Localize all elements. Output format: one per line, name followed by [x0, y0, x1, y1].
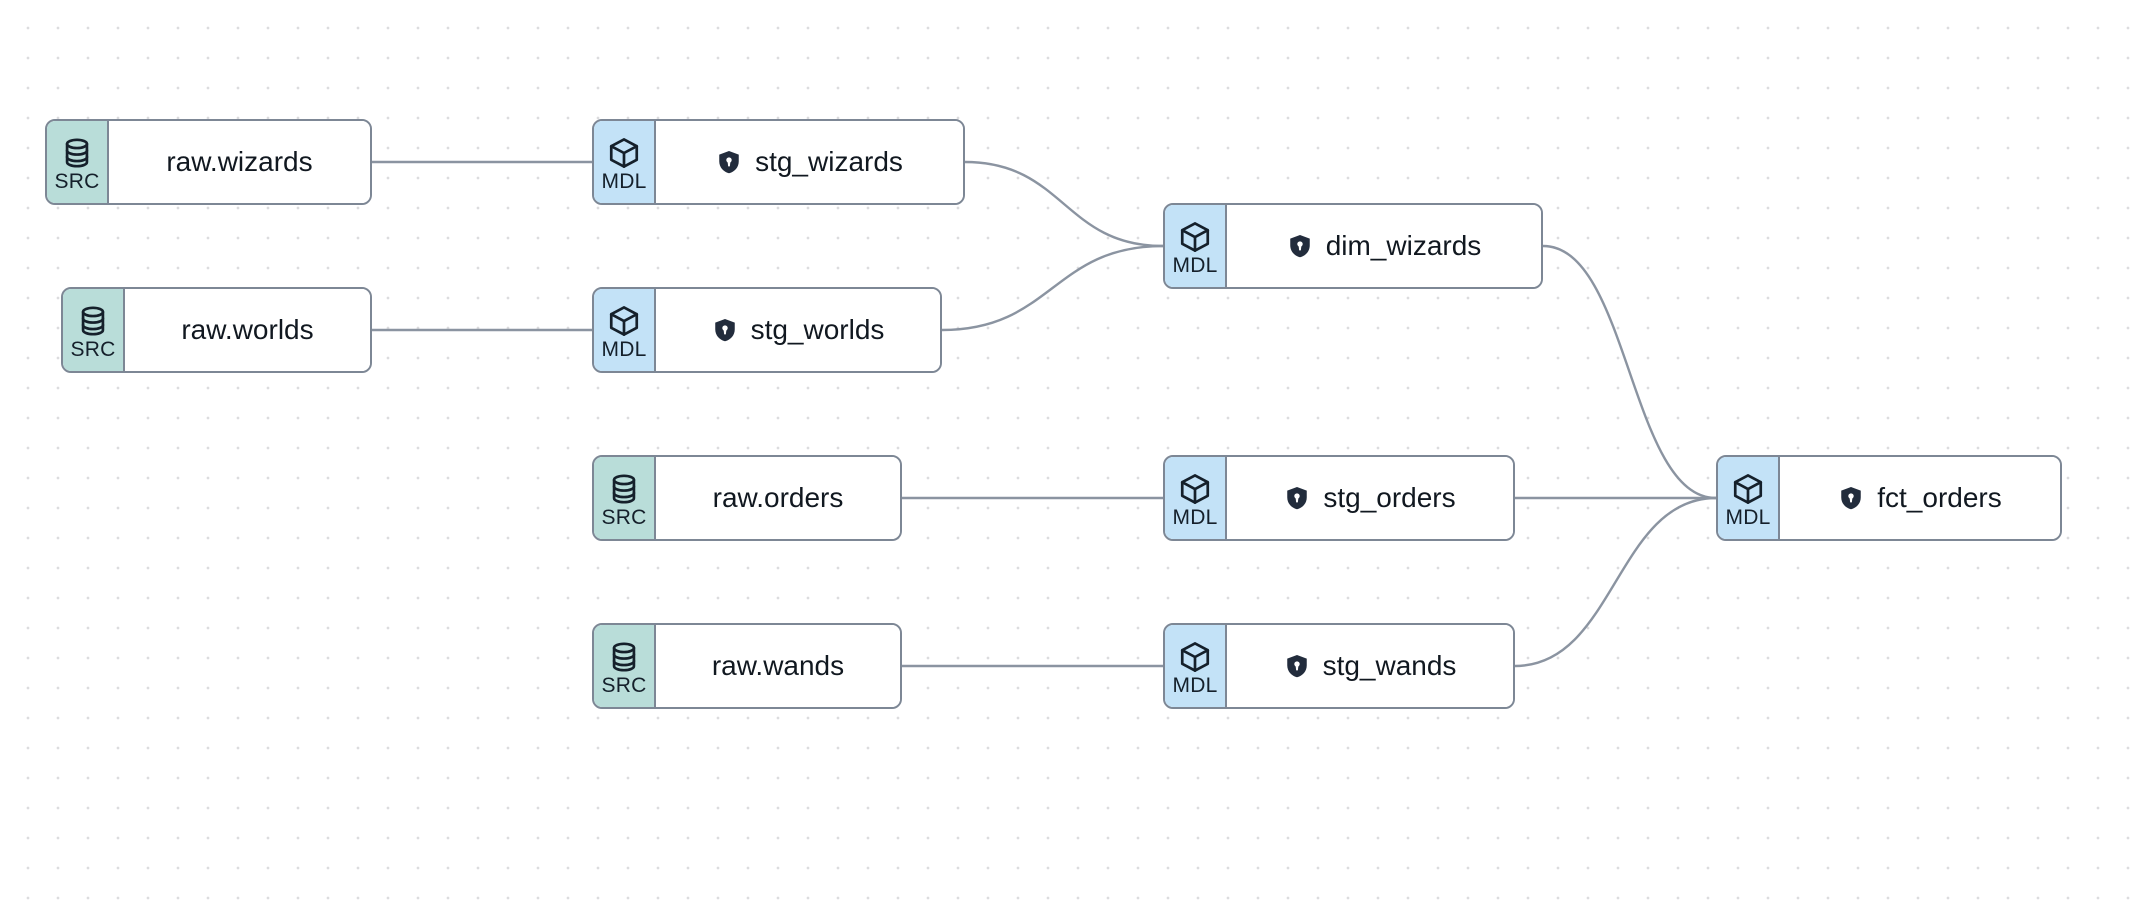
- database-icon: [607, 472, 641, 506]
- lock-shield-icon: [1287, 233, 1313, 259]
- node-type-label: SRC: [54, 169, 100, 193]
- node-type-badge-mdl: MDL: [1718, 457, 1780, 539]
- node-type-badge-mdl: MDL: [1165, 625, 1227, 707]
- edge-stg_wands-to-fct_orders[interactable]: [1513, 496, 1718, 668]
- database-icon: [60, 136, 94, 170]
- node-label: stg_orders: [1323, 482, 1456, 513]
- node-body: fct_orders: [1780, 457, 2060, 539]
- cube-icon: [1731, 472, 1765, 506]
- node-type-label: SRC: [601, 505, 647, 529]
- node-label: dim_wizards: [1325, 230, 1482, 261]
- cube-icon: [1178, 472, 1212, 506]
- node-raw_wands[interactable]: SRC raw.wands: [592, 623, 902, 709]
- node-type-label: MDL: [601, 169, 647, 193]
- lock-shield-icon: [1284, 653, 1310, 679]
- node-stg_wands[interactable]: MDL stg_wands: [1163, 623, 1515, 709]
- lock-shield-icon: [716, 149, 742, 175]
- node-raw_orders[interactable]: SRC raw.orders: [592, 455, 902, 541]
- node-stg_orders[interactable]: MDL stg_orders: [1163, 455, 1515, 541]
- edge-dim_wizards-to-fct_orders[interactable]: [1541, 244, 1718, 500]
- node-fct_orders[interactable]: MDL fct_orders: [1716, 455, 2062, 541]
- node-body: raw.wands: [656, 625, 900, 707]
- node-type-label: MDL: [1172, 673, 1218, 697]
- node-type-badge-src: SRC: [594, 625, 656, 707]
- node-type-badge-mdl: MDL: [594, 121, 656, 203]
- node-type-label: SRC: [601, 673, 647, 697]
- node-body: stg_worlds: [656, 289, 940, 371]
- node-raw_worlds[interactable]: SRC raw.worlds: [61, 287, 372, 373]
- node-stg_worlds[interactable]: MDL stg_worlds: [592, 287, 942, 373]
- lock-shield-icon: [712, 317, 738, 343]
- node-label: stg_wizards: [755, 146, 903, 177]
- node-type-label: MDL: [1725, 505, 1771, 529]
- node-type-label: SRC: [70, 337, 116, 361]
- node-body: raw.worlds: [125, 289, 370, 371]
- lock-shield-icon: [1838, 485, 1864, 511]
- node-label: raw.wands: [711, 650, 845, 681]
- node-type-label: MDL: [1172, 253, 1218, 277]
- node-body: stg_wands: [1227, 625, 1513, 707]
- cube-icon: [1178, 640, 1212, 674]
- node-body: stg_wizards: [656, 121, 963, 203]
- node-type-badge-src: SRC: [47, 121, 109, 203]
- node-body: raw.wizards: [109, 121, 370, 203]
- database-icon: [607, 640, 641, 674]
- node-type-badge-mdl: MDL: [1165, 457, 1227, 539]
- node-type-label: MDL: [601, 337, 647, 361]
- node-label: fct_orders: [1877, 482, 2002, 513]
- node-stg_wizards[interactable]: MDL stg_wizards: [592, 119, 965, 205]
- node-label: raw.worlds: [181, 314, 314, 345]
- edge-stg_wizards-to-dim_wizards[interactable]: [963, 160, 1165, 248]
- node-body: dim_wizards: [1227, 205, 1541, 287]
- node-raw_wizards[interactable]: SRC raw.wizards: [45, 119, 372, 205]
- lock-shield-icon: [1284, 485, 1310, 511]
- cube-icon: [607, 304, 641, 338]
- node-type-badge-src: SRC: [63, 289, 125, 371]
- node-label: stg_wands: [1322, 650, 1457, 681]
- edge-stg_worlds-to-dim_wizards[interactable]: [940, 244, 1165, 332]
- node-label: raw.orders: [712, 482, 844, 513]
- node-label: raw.wizards: [166, 146, 313, 177]
- node-label: stg_worlds: [750, 314, 885, 345]
- node-dim_wizards[interactable]: MDL dim_wizards: [1163, 203, 1543, 289]
- node-body: raw.orders: [656, 457, 900, 539]
- node-body: stg_orders: [1227, 457, 1513, 539]
- node-type-label: MDL: [1172, 505, 1218, 529]
- node-type-badge-src: SRC: [594, 457, 656, 539]
- node-type-badge-mdl: MDL: [594, 289, 656, 371]
- cube-icon: [607, 136, 641, 170]
- database-icon: [76, 304, 110, 338]
- node-type-badge-mdl: MDL: [1165, 205, 1227, 287]
- cube-icon: [1178, 220, 1212, 254]
